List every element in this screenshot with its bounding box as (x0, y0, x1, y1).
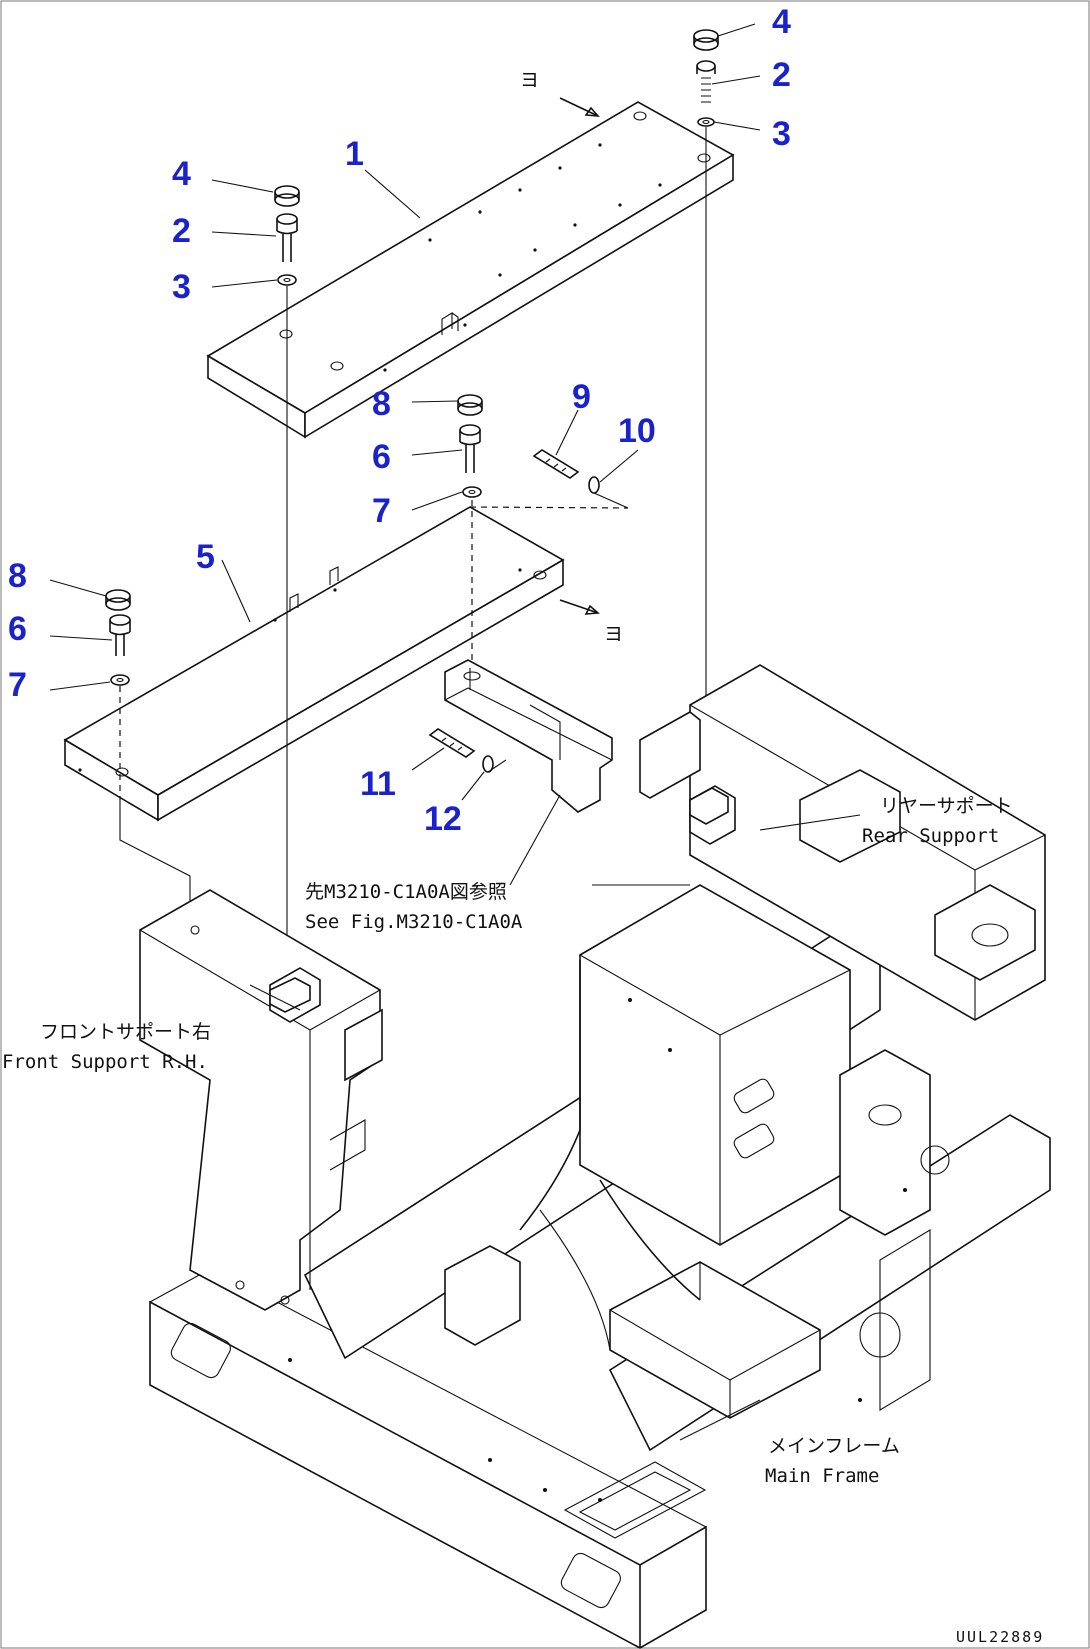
alignment-lines (119, 127, 707, 960)
label-front-support-en: Front Support R.H. (2, 1051, 208, 1073)
callout-3-top-right: 3 (772, 115, 791, 153)
text-labels: リヤーサポート Rear Support 先M3210-C1A0A図参照 See… (2, 795, 1013, 1487)
support-bracket (444, 659, 613, 813)
callout-8-left: 8 (8, 557, 27, 595)
callout-6-mid: 6 (372, 438, 391, 476)
callout-4-top-left: 4 (172, 155, 191, 193)
callout-1: 1 (345, 135, 364, 173)
view-mark-mid: ヨ (604, 623, 623, 645)
callout-11: 11 (360, 765, 396, 803)
callout-3-top-left: 3 (172, 268, 191, 306)
label-main-frame-jp: メインフレーム (768, 1435, 900, 1457)
label-see-fig-jp: 先M3210-C1A0A図参照 (305, 881, 507, 903)
drawing-code: UUL22889 (956, 1628, 1044, 1646)
label-rear-support-jp: リヤーサポート (880, 795, 1013, 817)
callout-9: 9 (572, 378, 591, 416)
view-mark-top: ヨ (520, 69, 539, 91)
callout-8-mid: 8 (372, 385, 391, 423)
callout-12: 12 (424, 800, 462, 838)
view-arrow-top (559, 97, 600, 117)
fastener-stack-left (105, 589, 131, 686)
callout-2-top-right: 2 (772, 56, 791, 94)
callout-2-top-left: 2 (172, 212, 191, 250)
callout-6-left: 6 (8, 610, 27, 648)
label-rear-support-en: Rear Support (862, 825, 999, 847)
view-arrow-mid (559, 599, 600, 615)
part-5-cover-plate (63, 506, 565, 822)
callout-5: 5 (196, 538, 215, 576)
callout-4-top-right: 4 (772, 3, 791, 41)
callout-numbers: 4 2 3 1 4 2 3 8 6 7 9 10 5 8 6 7 11 12 (8, 3, 791, 838)
label-see-fig-en: See Fig.M3210-C1A0A (305, 911, 523, 933)
fastener-stack-top-right (693, 29, 719, 127)
callout-7-left: 7 (8, 666, 27, 704)
leader-lines (49, 23, 861, 1441)
fastener-stack-mid (457, 394, 483, 498)
main-frame (139, 664, 1051, 1649)
bolt-9-washer-10 (532, 449, 600, 494)
fastener-stack-top-left (274, 185, 300, 286)
part-1-cover-plate (206, 101, 735, 439)
callout-7-mid: 7 (372, 492, 391, 530)
label-front-support-jp: フロントサポート右 (40, 1021, 211, 1043)
callout-10: 10 (618, 412, 656, 450)
label-main-frame-en: Main Frame (765, 1465, 879, 1487)
